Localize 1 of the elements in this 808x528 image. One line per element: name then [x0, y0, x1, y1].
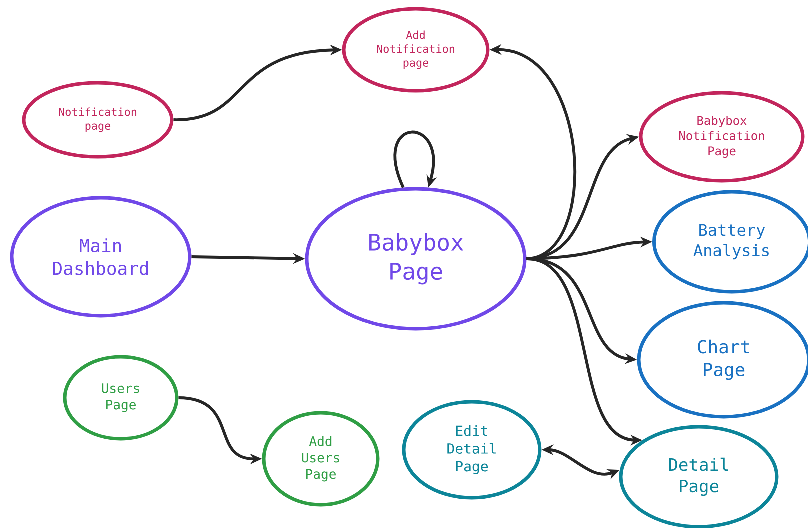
arrow [394, 130, 438, 188]
